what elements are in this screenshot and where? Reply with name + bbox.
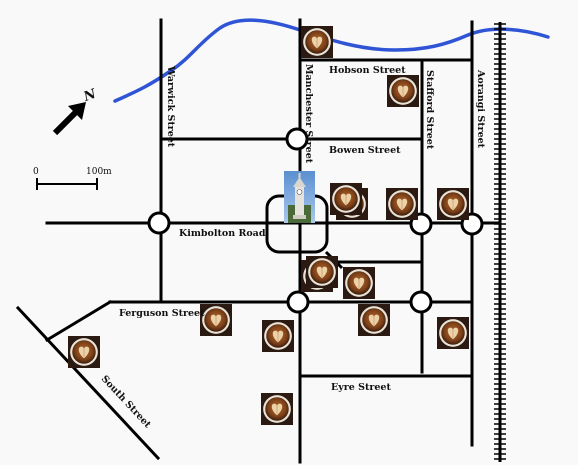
street-label-eyre: Eyre Street <box>331 382 391 393</box>
roundabout <box>409 290 433 314</box>
cafe-latte-art-icon[interactable] <box>343 267 375 299</box>
cafe-latte-art-icon[interactable] <box>306 256 338 288</box>
cafe-latte-art-icon[interactable] <box>437 188 469 220</box>
street-label-aorangi: Aorangi Street <box>475 69 486 149</box>
cafe-latte-art-icon[interactable] <box>330 183 362 215</box>
clock-tower-icon[interactable] <box>284 171 315 223</box>
north-arrow-icon: N <box>52 86 99 136</box>
roundabout <box>285 127 309 151</box>
street-label-ferguson: Ferguson Street <box>119 308 205 319</box>
street-label-warwick: Warwick Street <box>165 65 176 148</box>
cafe-latte-art-icon[interactable] <box>200 304 232 336</box>
scale-bar <box>36 178 98 190</box>
scale-label-start: 0 <box>33 167 39 177</box>
roundabout <box>147 211 171 235</box>
street-label-stafford: Stafford Street <box>424 70 435 150</box>
cafe-latte-art-icon[interactable] <box>387 75 419 107</box>
cafe-latte-art-icon[interactable] <box>358 304 390 336</box>
cafe-latte-art-icon[interactable] <box>437 317 469 349</box>
street-label-kimbolton: Kimbolton Road <box>179 228 266 239</box>
cafe-latte-art-icon[interactable] <box>261 393 293 425</box>
roundabout <box>286 290 310 314</box>
scale-label-end: 100m <box>86 167 112 177</box>
railway-line <box>494 22 506 462</box>
cafe-latte-art-icon[interactable] <box>301 26 333 58</box>
cafe-latte-art-icon[interactable] <box>262 320 294 352</box>
north-label: N <box>81 86 99 105</box>
street-label-manchester: Manchester Street <box>303 64 314 164</box>
street-label-bowen: Bowen Street <box>329 145 401 156</box>
cafe-latte-art-icon[interactable] <box>386 188 418 220</box>
cafe-latte-art-icon[interactable] <box>68 336 100 368</box>
street-label-hobson: Hobson Street <box>329 65 406 76</box>
